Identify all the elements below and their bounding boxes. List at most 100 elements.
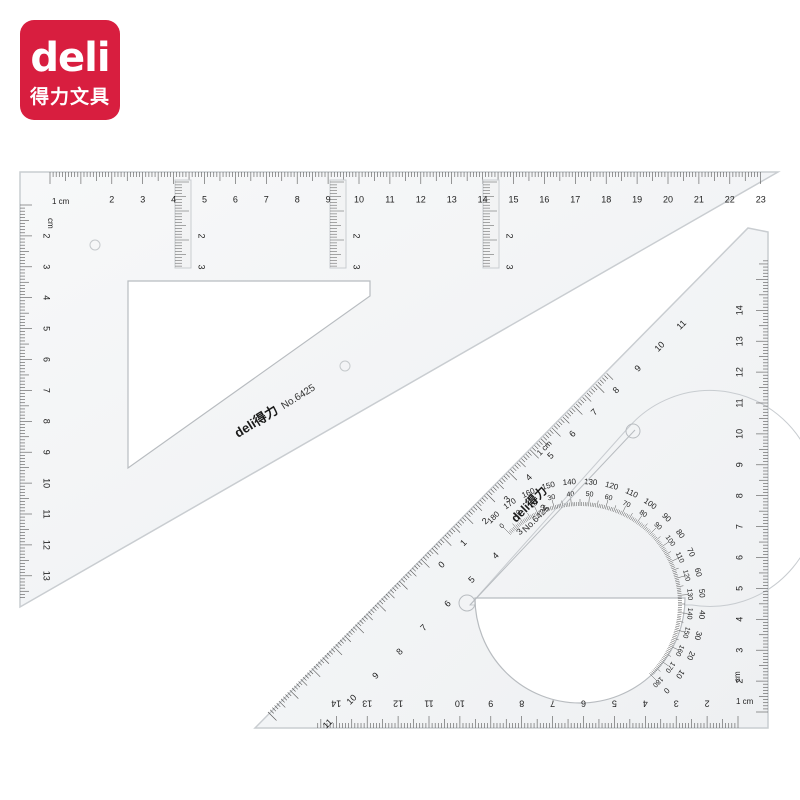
tick [510,469,515,474]
tick [322,657,330,664]
tick [675,580,680,583]
tick [675,627,680,629]
tick [596,500,599,508]
tick [311,668,321,677]
tick [670,642,674,645]
hyp-number: 6 [567,428,578,439]
tick [666,555,671,559]
hyp-number: 1 [458,537,469,548]
tick [652,669,656,673]
tick [674,575,679,578]
protractor-outer-number: 140 [562,477,577,487]
tick [535,512,538,517]
tick [519,460,526,468]
tick [558,421,563,426]
tick [523,456,528,461]
top-scale-number: 23 [756,194,766,204]
tick [548,506,550,511]
tick [569,410,574,415]
protractor-inner-number: 160 [674,644,685,658]
tick [602,377,607,382]
tick [677,612,688,614]
bottom-number: 13 [362,699,372,709]
tick [396,582,401,587]
tick [307,672,312,677]
hole-a2 [339,360,351,372]
tick [586,392,591,397]
right-number: 2 [734,679,744,684]
tick [518,522,522,526]
tick [433,545,438,550]
tick [283,696,288,701]
tick [673,572,678,574]
set-square-a-cutout [127,280,371,470]
tick [622,512,625,517]
tick [374,604,379,609]
tick [403,576,408,581]
left-scale-number: 8 [42,419,52,424]
tick [313,665,318,670]
tick [381,598,386,603]
tick [517,523,520,527]
top-scale-number: 7 [264,194,269,204]
bottom-number: 5 [612,699,617,709]
protractor-inner-number: 90 [652,521,663,532]
tick [350,628,355,633]
tick [671,638,676,641]
tick [525,517,529,522]
tick [675,582,680,584]
tick [611,507,614,512]
tick [546,507,549,512]
tick [578,401,583,406]
tick [541,509,544,514]
tick [659,661,663,665]
brand-logo: deli 得力文具 [20,20,120,120]
tick [394,585,399,590]
hyp-number: 5 [545,450,556,461]
tick [654,666,661,672]
tick [508,530,513,534]
tick [326,652,331,657]
protractor-outer-number: 70 [685,546,697,558]
tick [628,512,633,520]
protractor-outer-number: 120 [604,480,620,492]
tick [547,432,552,437]
top-scale-number: 4 [171,194,176,204]
tick [604,375,609,380]
tick [377,602,386,612]
scale-window: 23 [174,179,207,270]
tick [573,405,583,415]
hole-a1 [89,239,101,251]
tick [370,609,375,614]
tick [588,390,593,395]
tick [372,606,377,611]
logo-brand-text: deli [30,35,110,81]
hole-b2 [625,423,641,439]
tick [492,486,497,491]
tick [603,504,605,509]
tick [656,665,660,669]
tick [646,529,650,533]
tick [666,649,671,653]
tick [658,662,662,666]
window-number: 3 [352,264,362,269]
tick [449,530,454,535]
tick [324,654,329,659]
tick [560,419,565,423]
left-scale-number: 3 [42,264,52,269]
tick [440,539,445,544]
tick [517,515,524,524]
tick [631,517,635,522]
tick [486,493,496,503]
tick [524,518,527,522]
tick [401,578,406,583]
tick [457,521,462,526]
logo-chinese-text: 得力文具 [29,87,110,108]
left-scale-number: 4 [42,295,52,300]
tick [616,509,619,514]
tick [661,658,665,662]
tick [633,518,636,522]
tick [668,558,678,563]
tick [294,685,298,690]
